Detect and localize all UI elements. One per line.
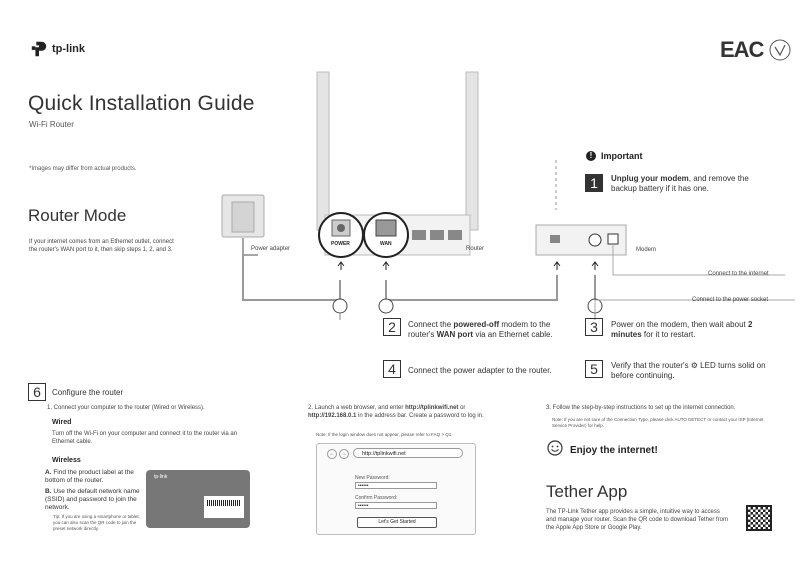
step-4-text: Connect the power adapter to the router. <box>408 366 552 375</box>
router-mode-title: Router Mode <box>28 206 127 225</box>
step-5-text: Verify that the router's ⚙ LED turns sol… <box>611 361 766 380</box>
configure-step-2-note: Note: If the login window does not appea… <box>316 432 453 437</box>
step-1-bold: Unplug your modem <box>611 174 689 183</box>
connect-power-label: Connect to the power socket <box>692 297 769 303</box>
power-cable <box>242 255 341 301</box>
configure-step-1: 1. Connect your computer to the router (… <box>47 405 205 411</box>
wan-port-label: WAN <box>380 241 392 247</box>
wireless-tip: Tip: If you are using a smartphone or ta… <box>53 514 140 531</box>
confirm-password-label: Confirm Password: <box>355 495 398 501</box>
images-note: *Images may differ from actual products. <box>29 166 137 172</box>
address-bar[interactable]: http://tplinkwifi.net <box>353 448 463 458</box>
enjoy-text: Enjoy the internet! <box>570 445 658 456</box>
step-1-text: Unplug your modem, and remove the backup… <box>611 174 751 194</box>
browser-window: ← → http://tplinkwifi.net New Password: … <box>316 443 476 535</box>
modem-label: Modem <box>636 247 657 253</box>
lan-port-1 <box>412 230 426 240</box>
tether-title: Tether App <box>546 482 628 501</box>
wired-text: Turn off the Wi-Fi on your computer and … <box>52 431 238 445</box>
confirm-password-field[interactable]: •••••• <box>355 502 437 509</box>
page-title: Quick Installation Guide <box>28 92 255 115</box>
wireless-title: Wireless <box>52 457 81 464</box>
configure-title: Configure the router <box>52 388 124 397</box>
configure-step-3: 3. Follow the step-by-step instructions … <box>546 405 736 411</box>
brand-logo: tp-link <box>30 40 85 58</box>
step-3-number: 3 <box>585 318 603 336</box>
antenna-left <box>316 71 330 231</box>
step-1-number: 1 <box>585 174 603 192</box>
power-plug-callout <box>332 298 348 314</box>
cert-circle-icon <box>769 39 791 61</box>
wireless-step-a: A. Find the product label at the bottom … <box>45 469 134 484</box>
tether-text: The TP-Link Tether app provides a simple… <box>546 509 728 531</box>
smile-icon <box>547 440 563 456</box>
product-label-card: tp-link <box>146 470 250 528</box>
new-password-field[interactable]: •••••• <box>355 482 437 489</box>
router-label: Router <box>466 246 485 252</box>
wan-port <box>375 219 397 237</box>
forward-arrow-icon[interactable]: → <box>339 449 349 459</box>
brand-name: tp-link <box>52 43 85 55</box>
modem-power-jack <box>588 233 602 247</box>
new-password-label: New Password: <box>355 475 390 481</box>
step-2-number: 2 <box>383 318 401 336</box>
power-adapter-label: Power adapter <box>251 246 291 252</box>
antenna-right <box>465 71 479 231</box>
step-5-number: 5 <box>585 360 603 378</box>
modem-lan-port <box>550 235 560 243</box>
certification-marks: EAC <box>720 37 791 63</box>
configure-step-3-note: Note: If you are not sure of the Connect… <box>552 417 764 428</box>
barcode-icon <box>207 500 241 506</box>
label-brand: tp-link <box>154 474 168 480</box>
important-title: Important <box>601 151 643 161</box>
page-subtitle: Wi-Fi Router <box>29 120 74 129</box>
qr-code-icon[interactable] <box>746 505 772 531</box>
ethernet-cable <box>385 275 558 301</box>
step-3-text: Power on the modem, then wait about 2 mi… <box>611 320 753 339</box>
step-2-text: Connect the powered-off modem to the rou… <box>408 320 553 339</box>
eac-mark: EAC <box>720 37 764 62</box>
get-started-button[interactable]: Let's Get Started <box>357 517 437 528</box>
lan-port-2 <box>430 230 444 240</box>
power-jack-icon <box>337 224 345 232</box>
step-6-number: 6 <box>28 383 46 401</box>
adapter-plug <box>231 201 255 233</box>
lan-port-3 <box>448 230 462 240</box>
wireless-step-b: B. Use the default network name (SSID) a… <box>45 488 140 511</box>
connect-internet-label: Connect to the internet <box>708 271 769 277</box>
important-header: ! Important <box>586 151 643 161</box>
modem-internet-port <box>607 233 619 245</box>
configure-step-2: 2. Launch a web browser, and enter http:… <box>308 405 484 419</box>
wan-plug-callout <box>378 298 394 314</box>
connection-diagram <box>221 71 795 320</box>
router-mode-description: If your internet comes from an Ethernet … <box>29 239 174 253</box>
exclamation-icon: ! <box>586 151 596 161</box>
tplink-logo-icon <box>31 41 47 57</box>
step-1-rest: , and remove the backup battery if it ha… <box>611 174 749 193</box>
power-port-label: POWER <box>331 241 350 247</box>
back-arrow-icon[interactable]: ← <box>327 449 337 459</box>
step-4-number: 4 <box>383 360 401 378</box>
wired-title: Wired <box>52 419 72 426</box>
